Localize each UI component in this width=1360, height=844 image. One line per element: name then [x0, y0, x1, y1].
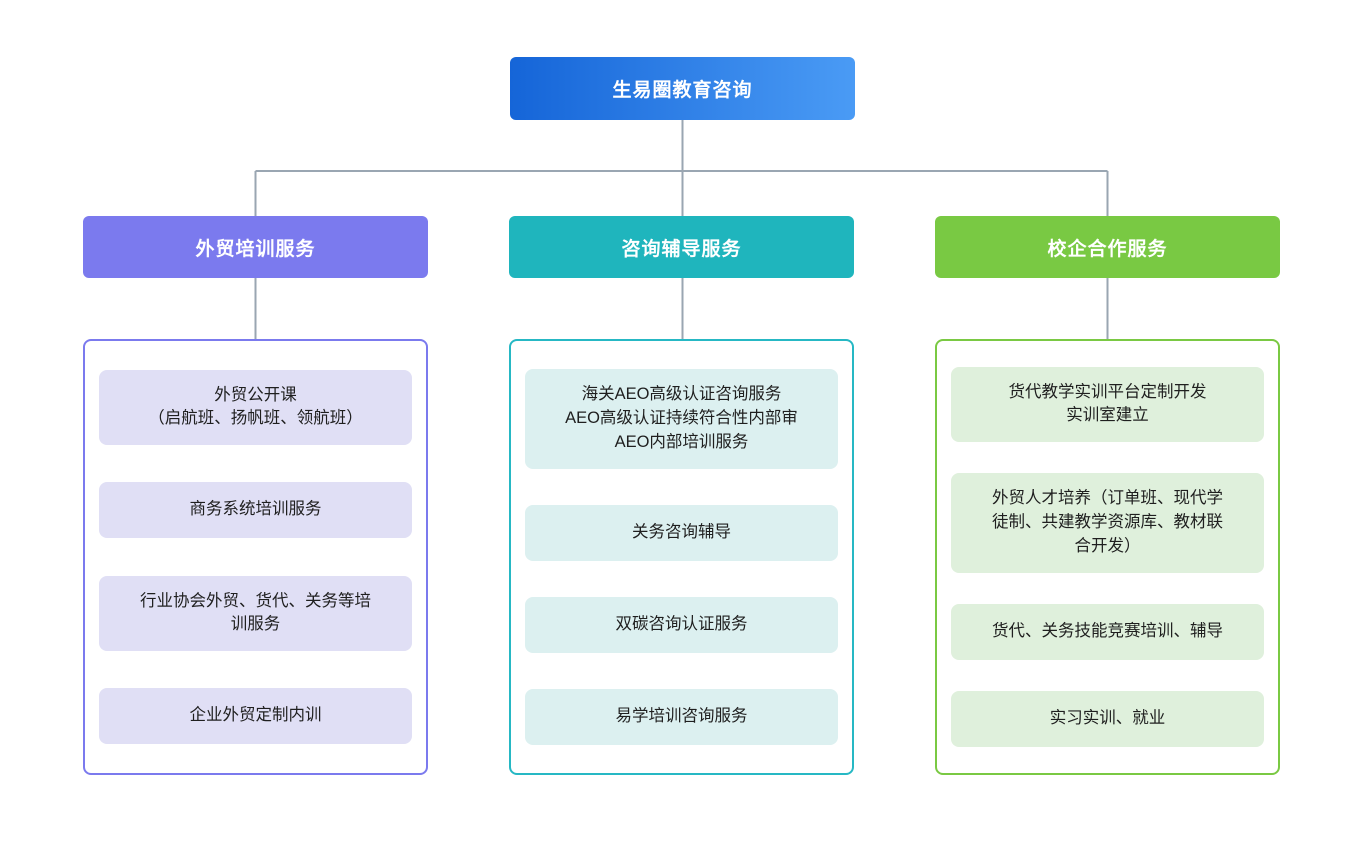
- item-line: 货代教学实训平台定制开发: [1008, 382, 1207, 401]
- item-card-0-3[interactable]: 企业外贸定制内训: [99, 688, 412, 745]
- item-line: 实习实训、就业: [1049, 709, 1166, 728]
- item-line: 商务系统培训服务: [189, 500, 322, 519]
- item-line: （启航班、扬帆班、领航班）: [148, 409, 363, 428]
- branch-column-1: 咨询辅导服务 海关AEO高级认证咨询服务 AEO高级认证持续符合性内部审 AEO…: [509, 216, 854, 775]
- item-line: AEO高级认证持续符合性内部审: [565, 408, 798, 427]
- category-header-label-1: 咨询辅导服务: [621, 238, 742, 260]
- category-header-label-0: 外贸培训服务: [195, 238, 316, 260]
- items-panel-1: 海关AEO高级认证咨询服务 AEO高级认证持续符合性内部审 AEO内部培训服务 …: [509, 339, 854, 775]
- item-line: 海关AEO高级认证咨询服务: [581, 385, 782, 404]
- item-card-1-0[interactable]: 海关AEO高级认证咨询服务 AEO高级认证持续符合性内部审 AEO内部培训服务: [525, 369, 838, 469]
- item-card-2-1[interactable]: 外贸人才培养（订单班、现代学 徒制、共建教学资源库、教材联 合开发）: [951, 473, 1264, 574]
- branch-column-0: 外贸培训服务 外贸公开课 （启航班、扬帆班、领航班） 商务系统培训服务 行业协会…: [83, 216, 428, 775]
- item-card-2-2[interactable]: 货代、关务技能竞赛培训、辅导: [951, 604, 1264, 661]
- branch-column-2: 校企合作服务 货代教学实训平台定制开发 实训室建立 外贸人才培养（订单班、现代学…: [935, 216, 1280, 775]
- item-line: 企业外贸定制内训: [189, 706, 322, 725]
- item-card-0-0[interactable]: 外贸公开课 （启航班、扬帆班、领航班）: [99, 369, 412, 446]
- category-header-0[interactable]: 外贸培训服务: [83, 216, 428, 278]
- item-card-1-3[interactable]: 易学培训咨询服务: [525, 688, 838, 745]
- item-line: 双碳咨询认证服务: [615, 614, 748, 633]
- item-line: 训服务: [230, 615, 281, 634]
- item-card-2-3[interactable]: 实习实训、就业: [951, 691, 1264, 748]
- item-card-0-2[interactable]: 行业协会外贸、货代、关务等培 训服务: [99, 575, 412, 652]
- item-card-2-0[interactable]: 货代教学实训平台定制开发 实训室建立: [951, 366, 1264, 443]
- item-line: 外贸人才培养（订单班、现代学: [992, 489, 1223, 508]
- item-card-1-1[interactable]: 关务咨询辅导: [525, 504, 838, 561]
- item-line: 合开发）: [1074, 537, 1141, 556]
- category-header-1[interactable]: 咨询辅导服务: [509, 216, 854, 278]
- category-header-label-2: 校企合作服务: [1047, 238, 1168, 260]
- item-line: AEO内部培训服务: [614, 432, 749, 451]
- category-header-2[interactable]: 校企合作服务: [935, 216, 1280, 278]
- items-panel-0: 外贸公开课 （启航班、扬帆班、领航班） 商务系统培训服务 行业协会外贸、货代、关…: [83, 339, 428, 775]
- items-panel-2: 货代教学实训平台定制开发 实训室建立 外贸人才培养（订单班、现代学 徒制、共建教…: [935, 339, 1280, 775]
- item-line: 实训室建立: [1066, 406, 1149, 425]
- item-line: 徒制、共建教学资源库、教材联: [992, 513, 1223, 532]
- item-line: 外贸公开课: [214, 385, 297, 404]
- item-line: 货代、关务技能竞赛培训、辅导: [992, 622, 1223, 641]
- root-node[interactable]: 生易圈教育咨询: [510, 57, 855, 120]
- item-line: 易学培训咨询服务: [615, 706, 748, 725]
- root-node-label: 生易圈教育咨询: [612, 80, 753, 101]
- item-line: 行业协会外贸、货代、关务等培: [140, 591, 371, 610]
- item-line: 关务咨询辅导: [632, 522, 731, 541]
- item-card-0-1[interactable]: 商务系统培训服务: [99, 482, 412, 539]
- item-card-1-2[interactable]: 双碳咨询认证服务: [525, 596, 838, 653]
